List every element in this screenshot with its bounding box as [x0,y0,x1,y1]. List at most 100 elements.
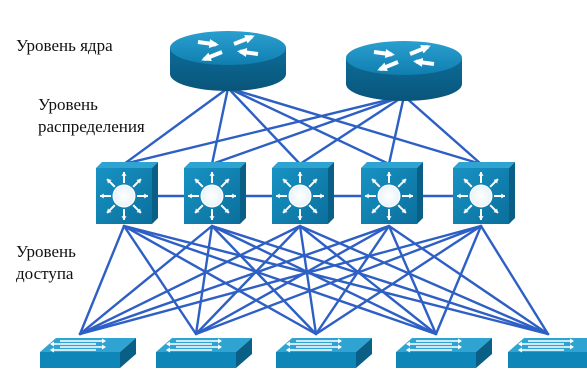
core-link-1-5 [226,86,483,166]
distribution-access-links [78,224,550,336]
spoke-head-3 [478,216,484,220]
multilayer-switch-icon [457,172,505,220]
arrow-head-4 [166,347,170,353]
access-link-5-2 [194,224,483,336]
arrow-head-4 [286,347,290,353]
spoke-head-8 [224,179,229,184]
access-link-3-3 [298,224,318,336]
core-router-1 [170,31,286,91]
spoke-head-1 [501,193,505,199]
spoke-head-4 [283,208,288,213]
core-router-2-top [346,41,462,75]
access-link-5-4 [434,224,483,336]
arrow-in-right-head [237,47,248,57]
access-link-2-3 [210,224,318,336]
access-link-3-4 [298,224,438,336]
spoke-head-4 [372,208,377,213]
core-link-2-1 [122,94,406,166]
dist-switch-1-top [96,162,158,168]
access-link-5-5 [479,224,550,336]
dist-switch-1-side [152,162,158,224]
spoke-head-6 [283,179,288,184]
dist-switch-4-top [361,162,423,168]
access-link-1-2 [122,224,198,336]
access-switch-1 [40,338,136,368]
access-link-1-3 [122,224,318,336]
arrow-head-2 [50,341,54,347]
arrow-head-1 [218,338,222,344]
access-link-4-4 [387,224,438,336]
core-link-2-5 [402,94,483,166]
spoke-head-1 [320,193,324,199]
access-switch-4-side [476,338,492,368]
spoke-head-3 [121,216,127,220]
arrow-head-1 [102,338,106,344]
hub-circle [200,184,224,208]
workgroup-switch-icon [406,338,462,353]
dist-switch-4-side [417,162,423,224]
spoke-head-4 [107,208,112,213]
access-layer-label: Уровень доступа [16,241,76,285]
dist-switch-5-side [509,162,515,224]
arrow-head-4 [518,347,522,353]
access-link-3-2 [194,224,302,336]
spoke-head-4 [464,208,469,213]
spoke-head-6 [195,179,200,184]
dist-switch-5-top [453,162,515,168]
spoke-head-2 [312,208,317,213]
workgroup-switch-icon [518,338,574,353]
arrow-out-up-head [244,35,255,44]
arrow-head-2 [166,341,170,347]
distribution-layer-label-line2: распределения [38,117,145,136]
multilayer-switch-icon [188,172,236,220]
spoke-head-2 [224,208,229,213]
workgroup-switch-icon [166,338,222,353]
multilayer-switch-icon [100,172,148,220]
core-layer-label-text: Уровень ядра [16,36,113,55]
access-link-2-2 [194,224,214,336]
access-link-2-4 [210,224,438,336]
access-link-1-1 [78,224,126,336]
arrow-head-4 [406,347,410,353]
access-link-4-2 [194,224,391,336]
workgroup-switch-icon [50,338,106,353]
spoke-head-7 [209,172,215,176]
core-link-2-4 [387,94,406,166]
spoke-head-8 [312,179,317,184]
arrow-head-3 [218,344,222,350]
arrow-head-1 [458,338,462,344]
arrow-in-left-head [384,49,395,59]
dist-switch-3-side [328,162,334,224]
arrow-head-3 [338,344,342,350]
distribution-layer-label: Уровень распределения [38,94,145,138]
access-switch-5 [508,338,587,368]
dist-switch-2-side [240,162,246,224]
multilayer-switch-icon [276,172,324,220]
access-switch-3 [276,338,372,368]
access-switch-4-front [396,352,476,368]
hub-circle [112,184,136,208]
spoke-head-5 [457,193,461,199]
hub-circle [377,184,401,208]
access-link-4-1 [78,224,391,336]
access-switch-3-front [276,352,356,368]
spoke-head-2 [136,208,141,213]
access-switch-1-side [120,338,136,368]
core-link-1-3 [226,86,302,166]
dist-switch-1 [96,162,158,224]
arrow-out-down-head [377,62,388,71]
spoke-head-6 [107,179,112,184]
workgroup-switch-icon [286,338,342,353]
spoke-head-2 [401,208,406,213]
spoke-head-6 [372,179,377,184]
access-switch-5-front [508,352,587,368]
access-switch-2-side [236,338,252,368]
access-layer-label-line1: Уровень [16,242,76,261]
spoke-head-2 [493,208,498,213]
arrow-head-3 [102,344,106,350]
spoke-head-7 [478,172,484,176]
core-router-1-top [170,31,286,65]
arrow-head-1 [338,338,342,344]
spoke-head-5 [276,193,280,199]
